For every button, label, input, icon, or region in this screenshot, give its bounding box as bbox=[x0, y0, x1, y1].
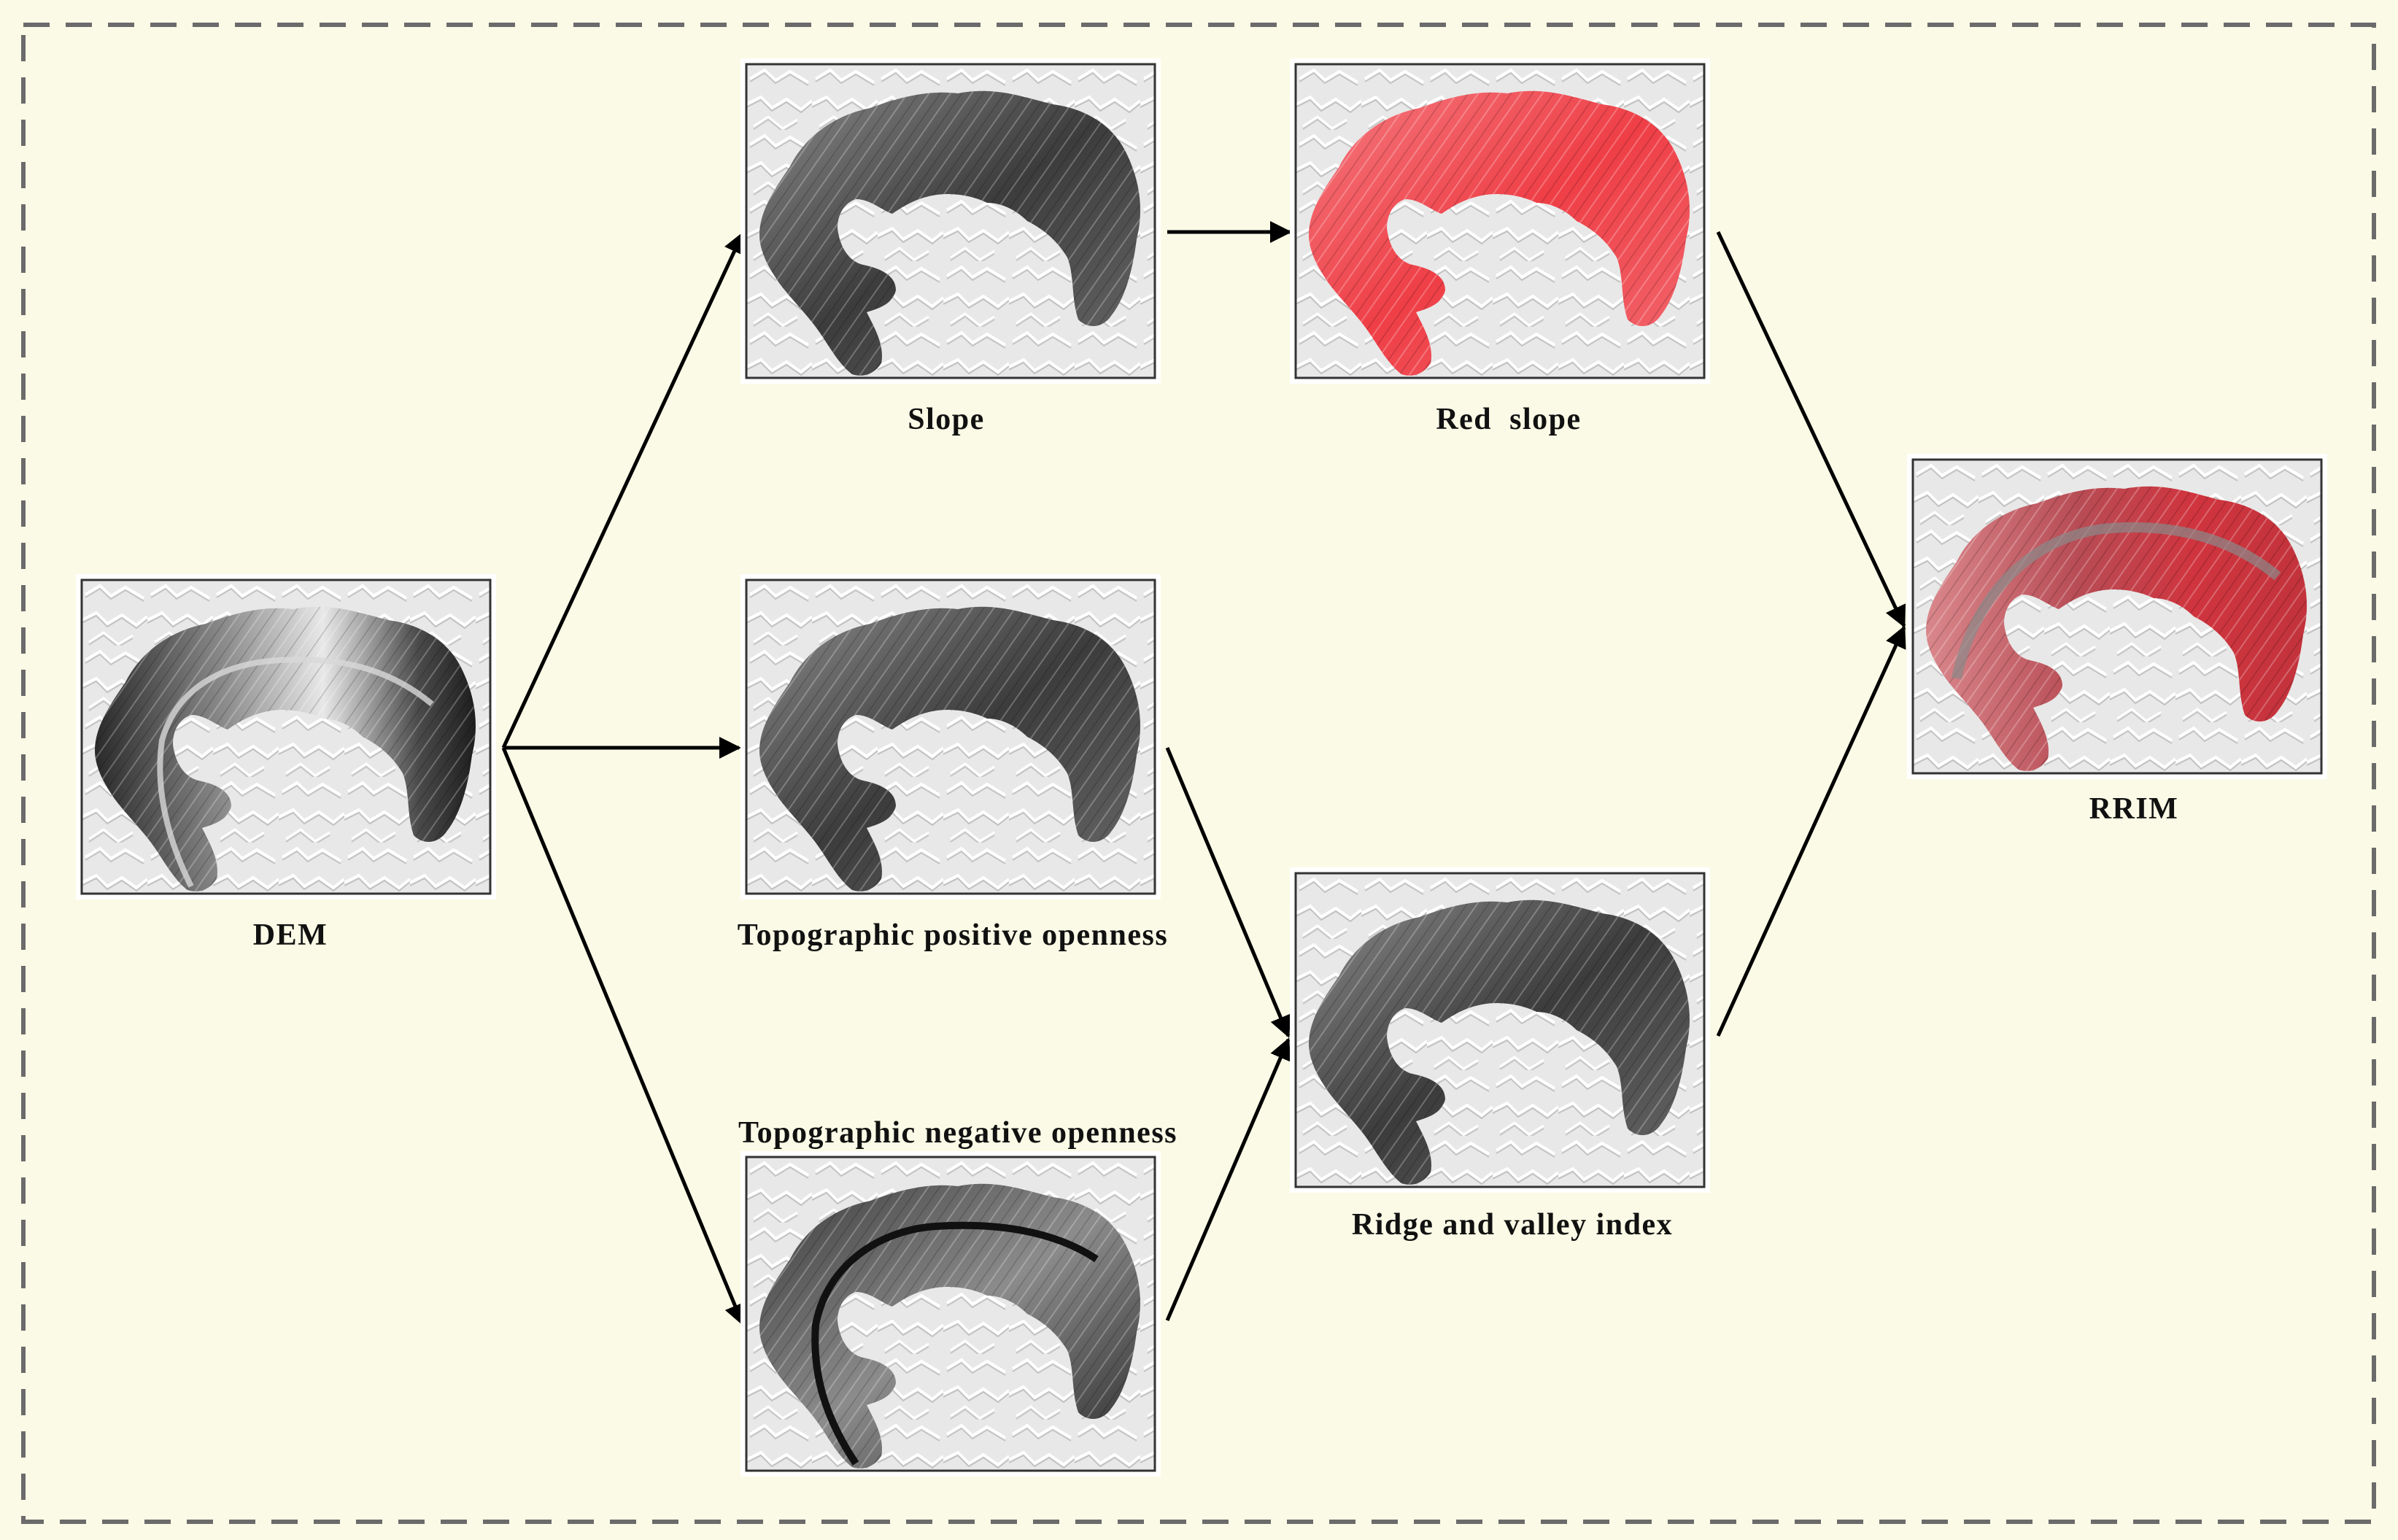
panel-rrim bbox=[1907, 454, 2327, 779]
river-channel bbox=[811, 1221, 1099, 1466]
arrow-red-slope-to-rrim bbox=[1716, 231, 1906, 628]
label-slope: Slope bbox=[908, 403, 985, 436]
panel-dem bbox=[76, 574, 496, 899]
label-negative-openness: Topographic negative openness bbox=[738, 1116, 1177, 1150]
panel-red-slope bbox=[1290, 58, 1710, 384]
arrow-ridge-valley-to-rrim bbox=[1716, 625, 1906, 1037]
arrow-dem-to-negative-openness bbox=[501, 747, 746, 1326]
panel-positive-openness bbox=[740, 574, 1161, 899]
arrow-positive-openness-to-ridge-valley bbox=[1165, 747, 1291, 1038]
panel-slope bbox=[740, 58, 1161, 384]
panel-frame bbox=[1294, 63, 1706, 379]
label-red-slope: Red slope bbox=[1436, 403, 1581, 436]
river-channel bbox=[1952, 522, 2281, 680]
label-dem: DEM bbox=[253, 918, 328, 952]
arrow-negative-openness-to-ridge-valley bbox=[1165, 1037, 1291, 1321]
panel-ridge-valley bbox=[1290, 867, 1710, 1193]
label-positive-openness: Topographic positive openness bbox=[738, 918, 1168, 952]
label-ridge-valley: Ridge and valley index bbox=[1352, 1208, 1673, 1242]
panel-frame bbox=[745, 579, 1156, 895]
arrow-dem-to-slope bbox=[501, 231, 745, 749]
panel-frame bbox=[745, 1156, 1156, 1472]
panel-frame bbox=[745, 63, 1156, 379]
river-channel bbox=[157, 657, 434, 888]
panel-frame bbox=[80, 579, 492, 895]
dashed-frame bbox=[21, 23, 2376, 1524]
panel-negative-openness bbox=[740, 1151, 1161, 1477]
label-rrim: RRIM bbox=[2089, 792, 2179, 826]
panel-frame bbox=[1294, 872, 1706, 1188]
panel-frame bbox=[1911, 458, 2323, 775]
arrows bbox=[501, 221, 1906, 1326]
